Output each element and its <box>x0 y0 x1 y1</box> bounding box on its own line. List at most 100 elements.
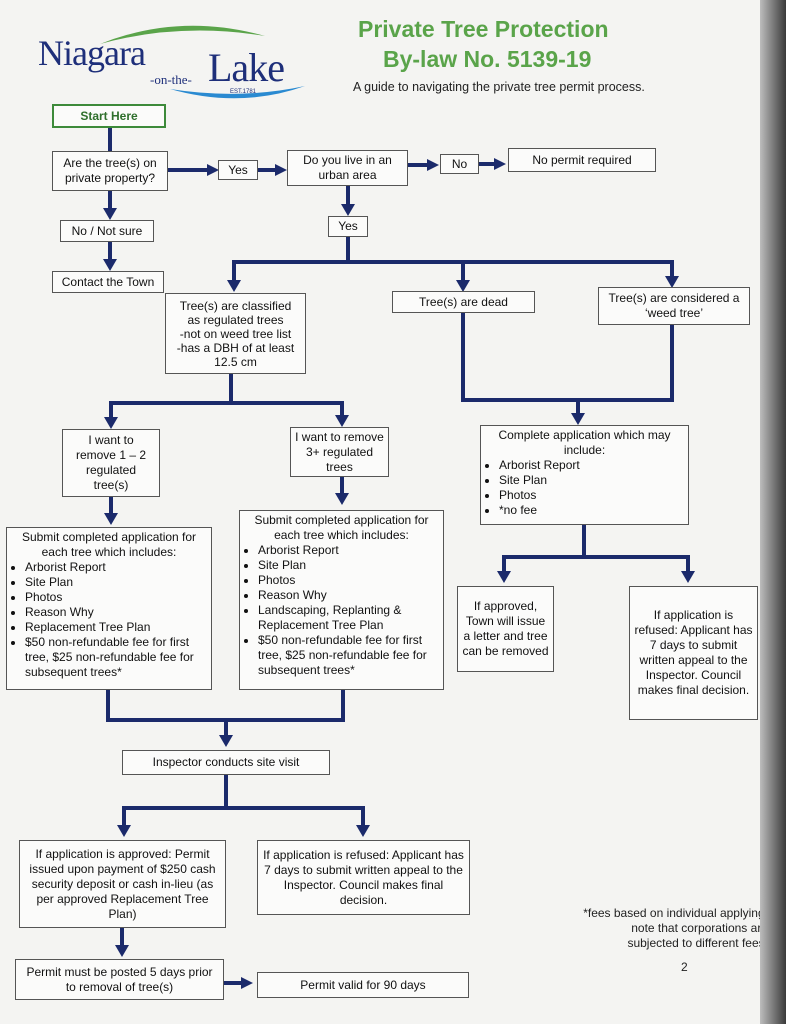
inspector-site-visit-box: Inspector conducts site visit <box>122 750 330 775</box>
document-page: Niagara -on-the- Lake EST.1781 Private T… <box>0 0 760 1024</box>
connector <box>108 127 112 151</box>
connector <box>346 185 350 207</box>
connector <box>224 718 228 738</box>
list-item: Reason Why <box>25 605 207 620</box>
connector <box>224 775 228 809</box>
page-edge-shadow <box>760 0 786 1024</box>
arrow-down-icon <box>341 204 355 216</box>
list-item: Site Plan <box>258 558 439 573</box>
arrow-down-icon <box>456 280 470 292</box>
no-label: No <box>440 154 479 174</box>
connector <box>232 260 674 264</box>
list-item: *no fee <box>499 503 684 518</box>
connector <box>232 260 236 282</box>
logo-word-on-the: -on-the- <box>150 72 192 87</box>
logo-swoosh-icon <box>100 25 305 99</box>
list-item: Arborist Report <box>25 560 207 575</box>
connector <box>108 190 112 212</box>
approved-letter-box: If approved, Town will issue a letter an… <box>457 586 554 672</box>
permit-posted-box: Permit must be posted 5 days prior to re… <box>15 959 224 1000</box>
title-line1: Private Tree Protection <box>358 16 609 42</box>
arrow-down-icon <box>571 413 585 425</box>
remove-3-plus-box: I want to remove 3+ regulated trees <box>290 427 389 477</box>
arrow-down-icon <box>335 493 349 505</box>
arrow-down-icon <box>356 825 370 837</box>
trees-dead-box: Tree(s) are dead <box>392 291 535 313</box>
refused-appeal-box-right: If application is refused: Applicant has… <box>629 586 758 720</box>
contact-town-box: Contact the Town <box>52 271 164 293</box>
list-item: Reason Why <box>258 588 439 603</box>
arrow-right-icon <box>427 159 439 171</box>
regulated-line: 12.5 cm <box>214 354 257 369</box>
connector <box>122 806 126 828</box>
connector <box>106 690 110 720</box>
connector <box>109 497 113 515</box>
complete-application-box: Complete application which may include: … <box>480 425 689 525</box>
list-item: Replacement Tree Plan <box>25 620 207 635</box>
regulated-line: -has a DBH of at least <box>176 340 295 355</box>
urban-area-question: Do you live in an urban area <box>287 150 408 186</box>
logo-word-niagara: Niagara <box>38 33 146 73</box>
connector <box>109 401 113 421</box>
arrow-right-icon <box>494 158 506 170</box>
yes-label: Yes <box>218 160 258 180</box>
arrow-right-icon <box>207 164 219 176</box>
arrow-right-icon <box>241 977 253 989</box>
connector <box>168 168 210 172</box>
remove-1-2-box: I want to remove 1 – 2 regulated tree(s) <box>62 429 160 497</box>
arrow-down-icon <box>104 513 118 525</box>
weed-tree-box: Tree(s) are considered a ‘weed tree’ <box>598 287 750 325</box>
connector <box>108 242 112 262</box>
connector <box>576 398 580 416</box>
page-number: 2 <box>681 960 688 974</box>
list-item: Photos <box>258 573 439 588</box>
regulated-line: as regulated trees <box>187 312 284 327</box>
regulated-trees-box: Tree(s) are classified as regulated tree… <box>165 293 306 374</box>
connector <box>502 555 506 573</box>
connector <box>670 260 674 280</box>
connector <box>479 162 497 166</box>
connector <box>461 260 465 282</box>
complete-app-heading: Complete application which may include: <box>498 428 671 457</box>
arrow-down-icon <box>227 280 241 292</box>
arrow-right-icon <box>275 164 287 176</box>
start-here-box: Start Here <box>52 104 166 128</box>
connector <box>340 401 344 419</box>
submit-application-1-2-box: Submit completed application for each tr… <box>6 527 212 690</box>
private-property-question: Are the tree(s) on private property? <box>52 151 168 191</box>
arrow-down-icon <box>219 735 233 747</box>
arrow-down-icon <box>117 825 131 837</box>
submit-heading: Submit completed application for each tr… <box>254 513 429 542</box>
list-item: Photos <box>25 590 207 605</box>
connector <box>341 690 345 720</box>
refused-appeal-box-bottom: If application is refused: Applicant has… <box>257 840 470 915</box>
connector <box>122 806 365 810</box>
title-line2: By-law No. 5139-19 <box>383 46 592 72</box>
approved-permit-box: If application is approved: Permit issue… <box>19 840 226 928</box>
list-item: Landscaping, Replanting & Replacement Tr… <box>258 603 439 633</box>
logo-est: EST.1781 <box>230 89 257 95</box>
regulated-line: Tree(s) are classified <box>179 298 292 313</box>
connector <box>361 806 365 828</box>
list-item: Arborist Report <box>258 543 439 558</box>
arrow-down-icon <box>497 571 511 583</box>
arrow-down-icon <box>665 276 679 288</box>
arrow-down-icon <box>115 945 129 957</box>
town-logo: Niagara -on-the- Lake EST.1781 <box>30 14 310 104</box>
arrow-down-icon <box>103 208 117 220</box>
yes-label: Yes <box>328 216 368 237</box>
connector <box>670 325 674 401</box>
arrow-down-icon <box>335 415 349 427</box>
list-item: $50 non-refundable fee for first tree, $… <box>25 635 207 680</box>
list-item: Photos <box>499 488 684 503</box>
connector <box>408 163 430 167</box>
subtitle: A guide to navigating the private tree p… <box>353 80 645 94</box>
connector <box>120 928 124 948</box>
list-item: Site Plan <box>25 575 207 590</box>
list-item: $50 non-refundable fee for first tree, $… <box>258 633 439 678</box>
connector <box>461 398 674 402</box>
arrow-down-icon <box>104 417 118 429</box>
regulated-line: -not on weed tree list <box>179 326 292 341</box>
connector <box>346 237 350 262</box>
connector <box>109 401 344 405</box>
